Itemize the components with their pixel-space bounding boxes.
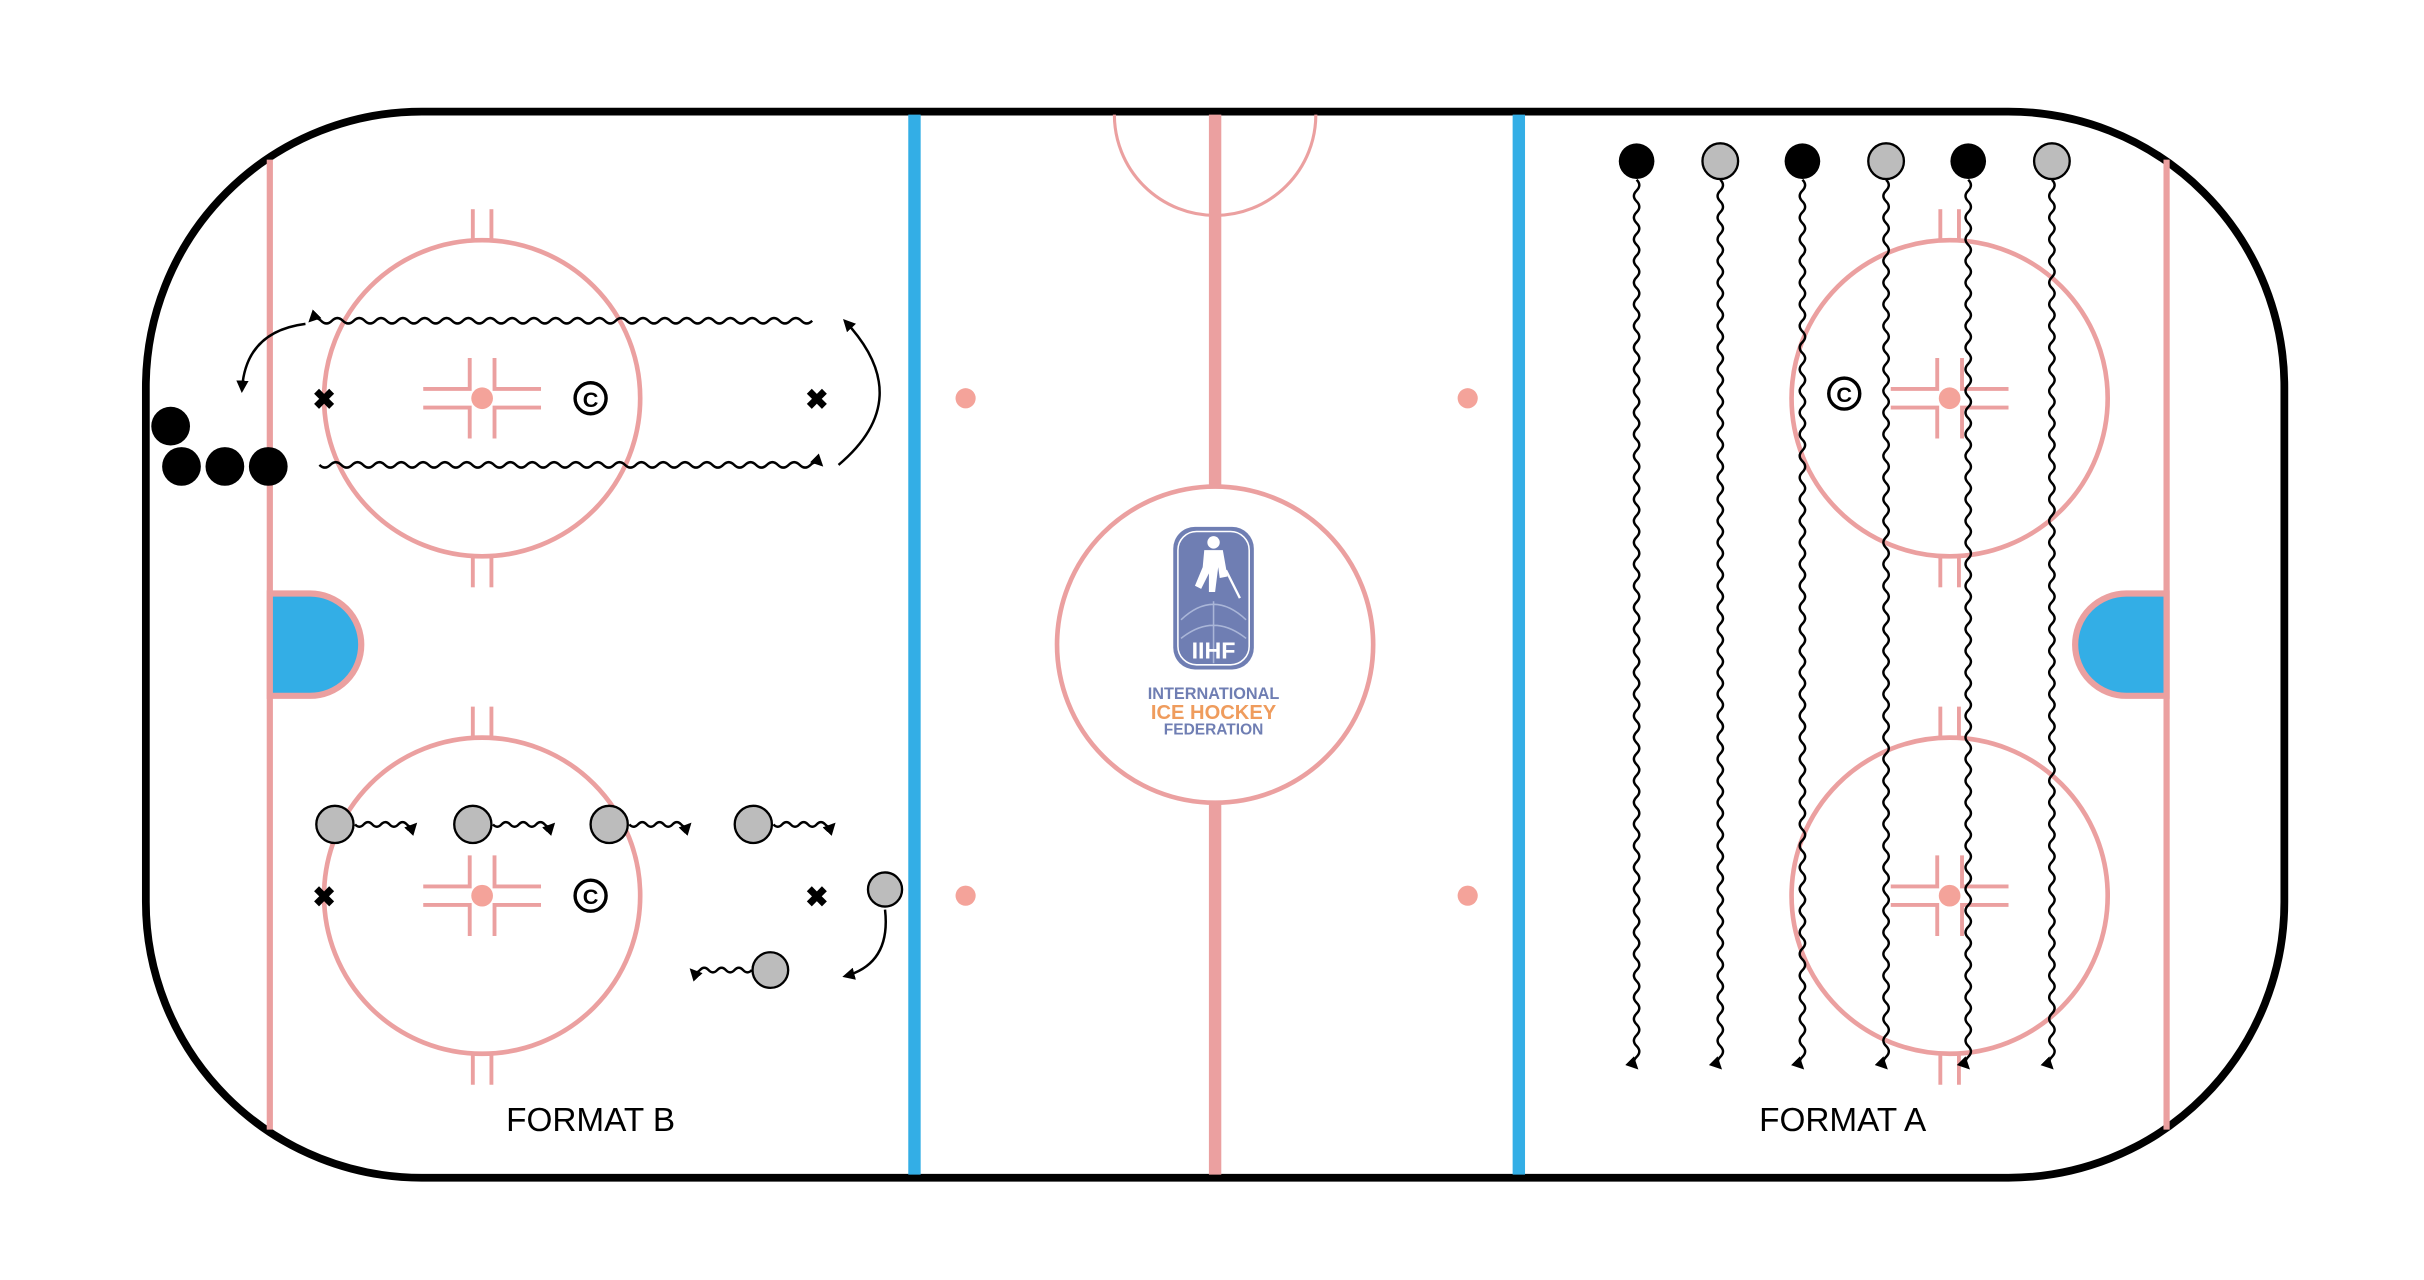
neutral-dot: [955, 388, 976, 409]
hockey-player-icon: [1194, 536, 1241, 599]
player-black: [1618, 143, 1655, 179]
skate-path: [308, 309, 814, 325]
player-black: [151, 406, 191, 446]
iihf-logo: IIHF INTERNATIONAL ICE HOCKEY FEDERATION: [1148, 526, 1280, 739]
skate-path: [689, 966, 753, 982]
player-grey: [1701, 142, 1740, 181]
cone-marker: ✖: [312, 384, 335, 415]
player-grey: [733, 804, 774, 845]
skate-path: [318, 453, 824, 469]
drill-overlay: [151, 142, 2071, 1070]
faceoff-dot: [471, 387, 493, 410]
neutral-dot: [955, 885, 976, 906]
logo-line3: FEDERATION: [1164, 722, 1264, 739]
faceoff-ring: [1789, 237, 2111, 559]
player-grey: [866, 871, 904, 908]
skate-path: [628, 820, 692, 836]
faceoff-l-mark: [423, 357, 472, 391]
turn-arrow: [842, 909, 887, 980]
format-b-label: FORMAT B: [506, 1102, 675, 1139]
player-grey: [751, 951, 790, 990]
faceoff-l-mark: [1960, 405, 2009, 439]
player-grey: [453, 804, 493, 845]
faceoff-l-mark: [423, 405, 472, 439]
neutral-dot: [1457, 388, 1478, 409]
skate-path: [1874, 178, 1891, 1070]
faceoff-dot: [471, 884, 493, 907]
format-a-drill: [1618, 142, 2071, 1070]
turn-arrow: [837, 318, 881, 466]
coach-marker: C: [573, 878, 608, 913]
faceoff-l-mark: [492, 357, 542, 391]
goal-crease-left: [266, 590, 365, 699]
logo-badge-inner: [1177, 530, 1250, 666]
player-black: [205, 447, 245, 486]
skate-path: [1625, 178, 1641, 1070]
turn-arrow: [236, 322, 306, 393]
skate-path: [1791, 178, 1807, 1070]
logo-line2: ICE HOCKEY: [1151, 702, 1277, 724]
player-black: [1950, 143, 1987, 179]
coach-marker: C: [1827, 376, 1862, 411]
cone-marker: ✖: [312, 882, 335, 913]
faceoff-circle: [1789, 209, 2111, 588]
faceoff-circle: [321, 706, 643, 1085]
player-black: [162, 447, 201, 486]
faceoff-l-mark: [1890, 903, 1940, 936]
faceoff-l-mark: [423, 903, 472, 936]
coach-letter: C: [583, 884, 599, 909]
logo-line1: INTERNATIONAL: [1148, 685, 1280, 703]
faceoff-circle: [1789, 706, 2111, 1085]
faceoff-ring: [321, 735, 643, 1057]
faceoff-l-mark: [1890, 405, 1940, 439]
skate-path: [772, 820, 836, 836]
faceoff-dot: [1938, 884, 1961, 907]
neutral-dot: [1457, 885, 1478, 906]
format-a-label: FORMAT A: [1759, 1102, 1927, 1139]
faceoff-circle: [321, 209, 643, 588]
skate-path: [492, 820, 556, 836]
faceoff-ring: [1789, 735, 2111, 1057]
cone-marker: ✖: [805, 882, 828, 913]
referee-crease: [1112, 114, 1318, 217]
logo-acronym: IIHF: [1192, 638, 1236, 664]
faceoff-l-mark: [1890, 357, 1940, 391]
faceoff-l-mark: [492, 405, 542, 439]
player-grey: [2032, 142, 2071, 181]
skate-path: [354, 820, 418, 836]
faceoff-l-mark: [1960, 903, 2009, 936]
player-grey: [315, 804, 355, 845]
coach-letter: C: [1836, 382, 1852, 407]
player-grey: [1867, 142, 1906, 181]
faceoff-l-mark: [1890, 855, 1940, 889]
faceoff-l-mark: [423, 855, 472, 889]
logo-globe: [1180, 601, 1247, 664]
faceoff-dot: [1938, 387, 1961, 410]
faceoff-l-mark: [492, 903, 542, 936]
skate-path: [1708, 178, 1725, 1070]
faceoff-l-mark: [1960, 357, 2009, 391]
logo-badge: [1173, 526, 1254, 670]
player-grey: [589, 804, 629, 845]
goal-crease-right: [2072, 590, 2170, 699]
faceoff-l-mark: [492, 855, 542, 889]
coach-marker: C: [573, 381, 608, 416]
coach-letter: C: [583, 387, 599, 412]
skate-path: [2040, 178, 2056, 1070]
skate-path: [1956, 178, 1973, 1070]
player-black: [1784, 143, 1821, 179]
faceoff-ring: [321, 237, 643, 559]
player-black: [248, 447, 288, 486]
format-b-drill: [151, 309, 904, 990]
cone-marker: ✖: [805, 384, 828, 415]
faceoff-l-mark: [1960, 855, 2009, 889]
